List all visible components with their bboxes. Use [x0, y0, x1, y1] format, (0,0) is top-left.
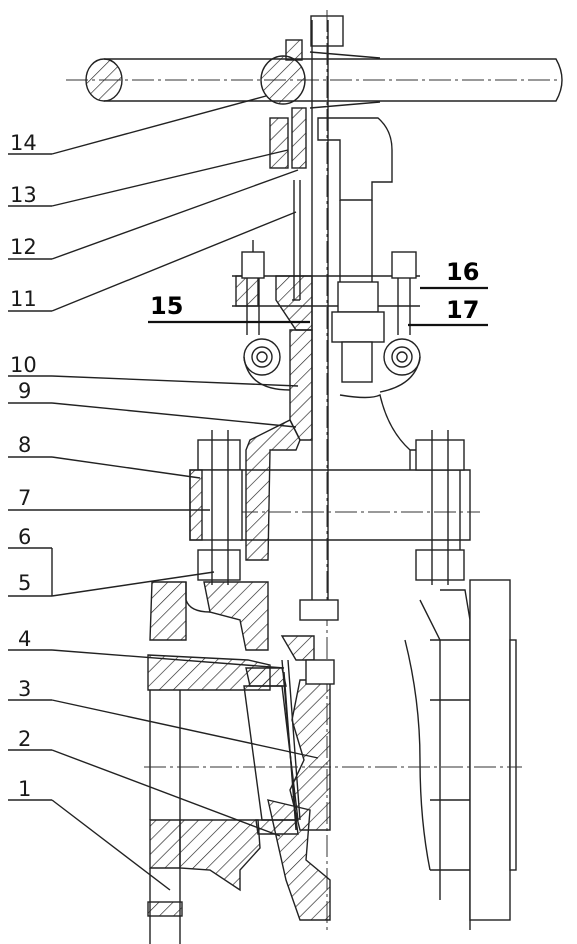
label-10: 10 [10, 353, 37, 377]
bonnet-bolts [189, 430, 465, 585]
label-1: 1 [18, 777, 31, 801]
label-7: 7 [18, 486, 31, 510]
label-6: 6 [18, 525, 31, 549]
bonnet [236, 329, 480, 561]
label-9: 9 [18, 379, 31, 403]
label-14: 14 [10, 131, 37, 155]
label-15: 15 [150, 292, 183, 320]
label-5: 5 [18, 571, 31, 595]
label-12: 12 [10, 235, 37, 259]
label-3: 3 [18, 677, 31, 701]
label-4: 4 [18, 627, 31, 651]
leader-lines [8, 95, 488, 891]
handwheel [66, 51, 563, 109]
valve-body [144, 579, 522, 944]
label-2: 2 [18, 727, 31, 751]
wedge-and-seats [243, 635, 335, 835]
label-8: 8 [18, 433, 31, 457]
label-16: 16 [446, 258, 479, 286]
label-11: 11 [10, 287, 37, 311]
label-13: 13 [10, 183, 37, 207]
gland-packing [232, 240, 421, 393]
part-number-labels: 14 13 12 11 10 9 8 7 6 5 4 3 2 1 15 16 1… [10, 131, 479, 801]
label-17: 17 [446, 296, 479, 324]
